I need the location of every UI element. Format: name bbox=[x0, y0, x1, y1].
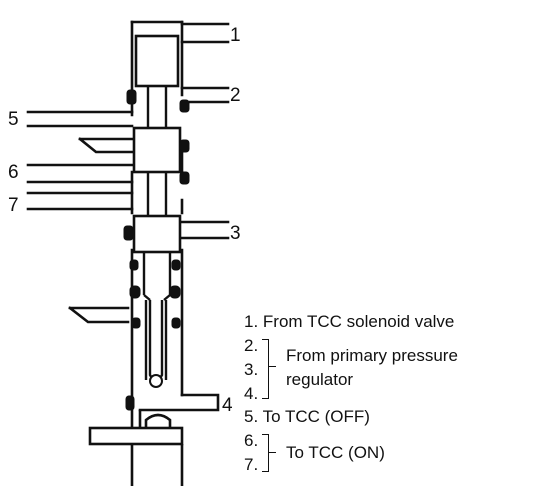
bottom-plug-bar bbox=[88, 426, 184, 446]
legend-item-1: 1. From TCC solenoid valve bbox=[244, 312, 455, 331]
ring-left-6 bbox=[125, 395, 135, 411]
legend-bracket-67-tick bbox=[268, 452, 276, 453]
ring-left-5 bbox=[131, 317, 141, 329]
callout-1: 1 bbox=[230, 25, 241, 46]
legend-num-4: 4. bbox=[244, 384, 259, 403]
spool-stem-middle bbox=[146, 172, 168, 216]
bottom-bore-wall bbox=[138, 410, 184, 486]
ring-left-1 bbox=[126, 89, 137, 105]
port-1 bbox=[180, 22, 230, 44]
plunger bbox=[142, 252, 172, 380]
bottom-plug-cap bbox=[144, 413, 172, 428]
spool-land-top bbox=[134, 34, 180, 88]
port-4 bbox=[138, 393, 220, 412]
legend-num-2: 2. bbox=[244, 336, 259, 355]
ring-right-3 bbox=[179, 171, 190, 185]
callout-2: 2 bbox=[230, 85, 241, 106]
legend-item-5: 5. To TCC (OFF) bbox=[244, 407, 370, 426]
port-6 bbox=[26, 163, 134, 184]
stub-upper bbox=[78, 137, 134, 154]
ring-right-2 bbox=[179, 139, 190, 153]
ring-left-3 bbox=[129, 259, 139, 271]
ring-right-5 bbox=[169, 285, 181, 299]
legend-bracket-234 bbox=[262, 339, 269, 399]
inner-rod bbox=[148, 300, 164, 382]
ring-left-4 bbox=[129, 285, 141, 299]
legend-group-67: To TCC (ON) bbox=[286, 443, 385, 462]
port-5 bbox=[26, 110, 134, 128]
callout-3: 3 bbox=[230, 223, 241, 244]
legend-num-6: 6. bbox=[244, 431, 259, 450]
callout-7: 7 bbox=[8, 195, 19, 216]
ring-left-2 bbox=[123, 225, 134, 241]
port-3 bbox=[180, 220, 230, 240]
callout-6: 6 bbox=[8, 162, 19, 183]
spool-stem-upper bbox=[146, 86, 168, 128]
plunger-tip bbox=[149, 374, 163, 388]
legend-bracket-234-tick bbox=[268, 366, 276, 367]
ring-right-6 bbox=[171, 317, 181, 329]
stub-lower bbox=[68, 306, 130, 324]
legend-num-7: 7. bbox=[244, 455, 259, 474]
legend-group-234-line1: From primary pressure bbox=[286, 346, 458, 365]
ring-right-1 bbox=[179, 99, 190, 113]
spool-land-middle bbox=[132, 126, 182, 174]
port-7 bbox=[26, 191, 134, 211]
callout-4: 4 bbox=[222, 395, 233, 416]
callout-5: 5 bbox=[8, 109, 19, 130]
legend-num-3: 3. bbox=[244, 360, 259, 379]
ring-right-4 bbox=[171, 259, 181, 271]
port-2 bbox=[180, 86, 230, 104]
spool-land-lower bbox=[132, 214, 182, 254]
legend-bracket-67 bbox=[262, 434, 269, 472]
legend-group-234-line2: regulator bbox=[286, 370, 354, 389]
